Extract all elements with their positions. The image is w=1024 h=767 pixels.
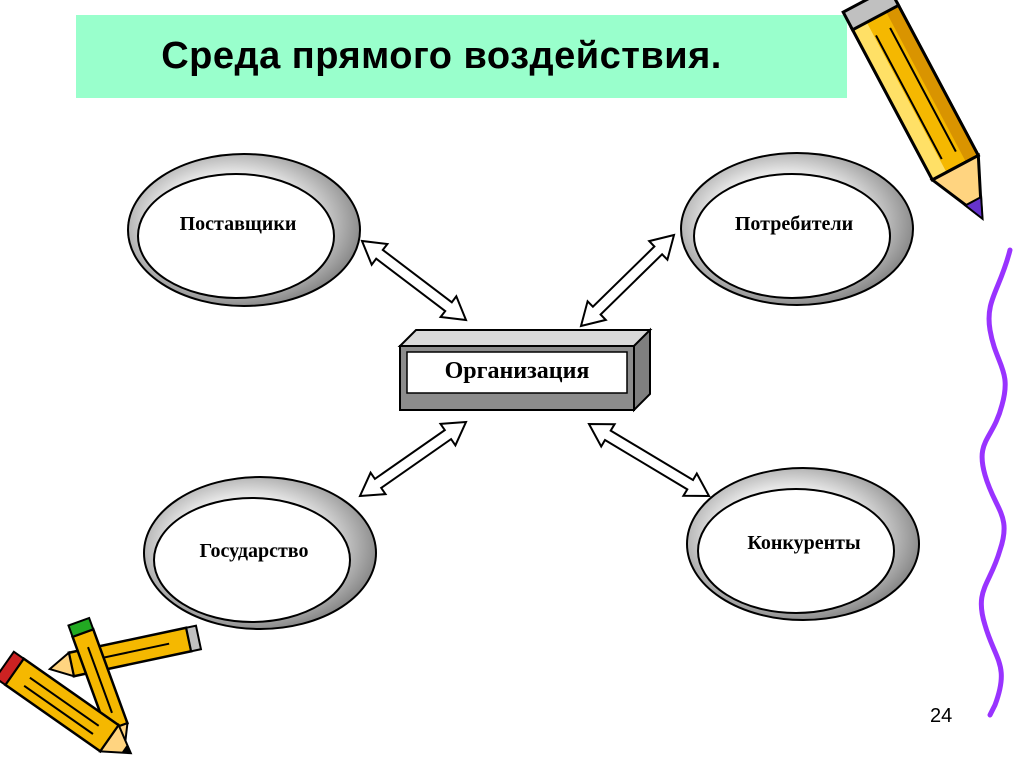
arrow-state — [360, 422, 466, 496]
node-consumers: Потребители — [694, 213, 894, 236]
node-competitors: Конкуренты — [704, 532, 904, 555]
node-state: Государство — [154, 540, 354, 563]
arrow-suppliers — [362, 241, 466, 320]
node-suppliers: Поставщики — [138, 213, 338, 236]
arrow-consumers — [581, 235, 674, 326]
pencils-cluster-icon — [0, 618, 201, 766]
squiggle-line — [981, 250, 1010, 715]
arrow-competitors — [589, 424, 709, 496]
page-number: 24 — [930, 705, 952, 728]
node-organization: Организация — [408, 358, 626, 385]
